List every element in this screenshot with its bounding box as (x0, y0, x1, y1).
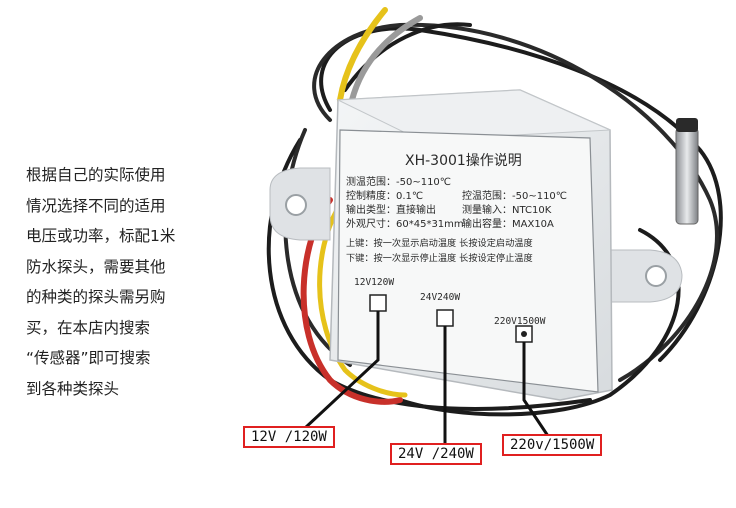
side-line: 防水探头，需要其他 (26, 257, 166, 276)
side-line: 电压或功率，标配1米 (26, 227, 176, 245)
key-up-text: 上键：按一次显示启动温度 长按设定启动温度 (346, 237, 533, 249)
spec-right-2: 输出容量：MAX10A (462, 217, 554, 230)
spec-left-1: 控制精度：0.1℃ (346, 189, 423, 202)
side-line: 情况选择不同的适用 (26, 196, 166, 215)
callout-220v-1500w: 220v/1500W (502, 434, 603, 456)
mounting-ear-right (609, 249, 683, 303)
side-line: 买，在本店内搜索 (26, 318, 151, 337)
mounting-ear-left (269, 167, 331, 241)
spec-left-2: 输出类型：直接输出 (346, 203, 436, 216)
side-line: 到各种类探头 (26, 379, 120, 398)
callout-24v-240w: 24V /240W (390, 443, 482, 465)
side-line: “传感器”即可搜索 (26, 349, 151, 367)
instruction-label: XH-3001操作说明 测温范围：-50~110℃ 控制精度：0.1℃ 输出类型… (337, 129, 599, 393)
spec-right-1: 测量输入：NTC10K (462, 203, 552, 216)
temperature-probe (675, 118, 699, 225)
spec-left-0: 测温范围：-50~110℃ (346, 175, 451, 188)
terminal-24v-box (436, 309, 454, 327)
terminal-12v-label: 12V120W (354, 277, 394, 288)
label-title: XH-3001操作说明 (405, 153, 522, 169)
callout-12v-120w: 12V /120W (243, 426, 335, 448)
spec-right-0: 控温范围：-50~110℃ (462, 189, 567, 202)
terminal-220v-label: 220V1500W (494, 316, 546, 327)
terminal-12v-box (369, 294, 387, 312)
side-line: 的种类的探头需另购 (26, 288, 166, 306)
side-description: 根据自己的实际使用 情况选择不同的适用 电压或功率，标配1米 防水探头，需要其他… (26, 160, 196, 404)
side-line: 根据自己的实际使用 (26, 166, 166, 184)
callout-pointers (303, 311, 550, 445)
terminal-24v-label: 24V240W (420, 292, 460, 303)
key-down-text: 下键：按一次显示停止温度 长按设定停止温度 (346, 252, 533, 264)
spec-left-3: 外观尺寸：60*45*31mm (346, 217, 464, 230)
